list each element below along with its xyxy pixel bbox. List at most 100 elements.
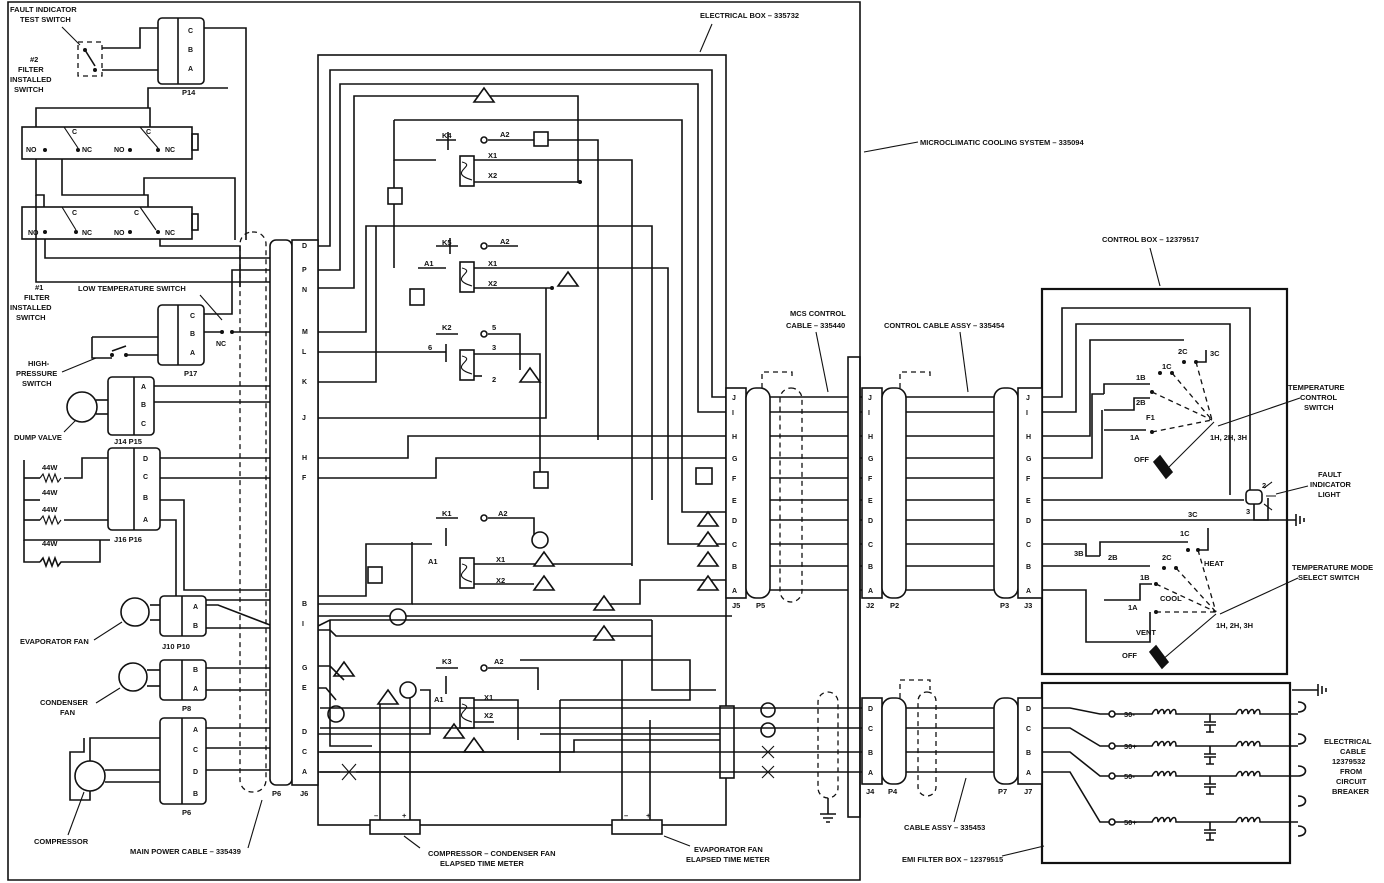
svg-text:C: C	[72, 210, 77, 217]
emi-capacitor	[1204, 776, 1216, 795]
svg-text:2C: 2C	[1162, 553, 1172, 562]
svg-text:1H, 2H, 3H: 1H, 2H, 3H	[1210, 433, 1247, 442]
svg-text:2: 2	[1262, 481, 1266, 490]
p6-label: P6	[182, 808, 191, 817]
j2-pin: C	[868, 542, 873, 549]
fault-light-label-1: FAULT	[1318, 470, 1342, 479]
p5-label: P5	[756, 601, 765, 610]
svg-text:NO: NO	[28, 230, 39, 237]
j6-pin: K	[302, 379, 307, 386]
electrical-cable-label-3: 12379532	[1332, 757, 1365, 766]
svg-text:C: C	[134, 210, 139, 217]
p15-connector	[107, 376, 155, 436]
cable-assy-label: CABLE ASSY – 335453	[904, 823, 985, 832]
svg-text:A2: A2	[498, 509, 508, 518]
svg-text:K3: K3	[442, 657, 452, 666]
j7-pin: C	[1026, 726, 1031, 733]
fault-test-switch-label: FAULT INDICATOR	[10, 5, 77, 14]
j6-pin: D	[302, 243, 307, 250]
temp-control-switch-label-3: SWITCH	[1304, 403, 1334, 412]
divider-bar	[847, 356, 861, 818]
svg-text:NO: NO	[114, 147, 125, 154]
j10-p10-label: J10 P10	[162, 642, 190, 651]
p6-main-label: P6	[272, 789, 281, 798]
electrical-cable-label-5: CIRCUIT	[1336, 777, 1367, 786]
mcs-control-cable-label-2: CABLE – 335440	[786, 321, 845, 330]
fault-test-switch-label-2: TEST SWITCH	[20, 15, 71, 24]
j7-pin: A	[1026, 770, 1031, 777]
power-bus-clamp	[719, 705, 735, 779]
svg-text:A: A	[141, 384, 146, 391]
dump-valve	[66, 391, 98, 423]
svg-text:6: 6	[428, 343, 432, 352]
j3-connector	[1017, 387, 1043, 599]
j5-pin: J	[732, 395, 736, 402]
j5-pin: H	[732, 434, 737, 441]
svg-text:NC: NC	[216, 341, 226, 348]
svg-text:X2: X2	[496, 576, 505, 585]
svg-text:1A: 1A	[1130, 433, 1140, 442]
svg-text:1C: 1C	[1180, 529, 1190, 538]
j2-pin: H	[868, 434, 873, 441]
svg-text:2C: 2C	[1178, 347, 1188, 356]
control-cable-assy-label: CONTROL CABLE ASSY – 335454	[884, 321, 1005, 330]
p7-connector	[993, 697, 1019, 785]
filter1-label-3: INSTALLED	[10, 303, 52, 312]
svg-text:K2: K2	[442, 323, 452, 332]
diode-left-1	[387, 187, 403, 205]
svg-text:X2: X2	[488, 171, 497, 180]
diode-k1	[533, 471, 549, 489]
filter2-label-4: SWITCH	[14, 85, 44, 94]
control-box-label: CONTROL BOX – 12379517	[1102, 235, 1199, 244]
svg-text:C: C	[72, 129, 77, 136]
filter2-label-3: INSTALLED	[10, 75, 52, 84]
j6-pin: E	[302, 685, 307, 692]
evaporator-fan-label: EVAPORATOR FAN	[20, 637, 89, 646]
j3-pin: C	[1026, 542, 1031, 549]
evap-meter	[611, 819, 663, 835]
triangle-3	[518, 366, 542, 383]
svg-text:C: C	[190, 313, 195, 320]
j3-pin: B	[1026, 564, 1031, 571]
high-pressure-label-2: PRESSURE	[16, 369, 57, 378]
svg-text:44W: 44W	[42, 505, 58, 514]
emi-inductor	[1115, 708, 1298, 715]
svg-text:F1: F1	[1146, 413, 1155, 422]
triangle-8	[442, 722, 466, 739]
p10-connector	[159, 595, 207, 637]
svg-text:NC: NC	[82, 230, 92, 237]
svg-text:+: +	[646, 811, 651, 820]
emi-capacitor	[1204, 822, 1216, 841]
emi-terminal	[1108, 742, 1116, 750]
svg-text:B: B	[188, 47, 193, 54]
j5-pin: E	[732, 498, 737, 505]
p3-connector	[993, 387, 1019, 599]
compressor-meter-label-2: ELAPSED TIME METER	[440, 859, 524, 868]
triangle-r4	[696, 574, 720, 591]
p3-label: P3	[1000, 601, 1009, 610]
p2-label: P2	[890, 601, 899, 610]
svg-text:NC: NC	[82, 147, 92, 154]
j2-pin: B	[868, 564, 873, 571]
emi-input-wire	[1042, 727, 1109, 747]
k1-coil	[459, 557, 475, 589]
j3-label: J3	[1024, 601, 1032, 610]
filter1-label-1: #1	[35, 283, 43, 292]
emi-inductor	[1115, 816, 1298, 823]
triangle-4	[532, 550, 556, 567]
fault-indicator-light	[1245, 489, 1263, 505]
k4-diode	[533, 131, 549, 147]
lamp-left-low	[327, 705, 345, 723]
svg-text:–: –	[374, 811, 378, 820]
mcs-control-cable-label-1: MCS CONTROL	[790, 309, 846, 318]
j7-label: J7	[1024, 787, 1032, 796]
emi-capacitor	[1204, 746, 1216, 765]
svg-text:3C: 3C	[1210, 349, 1220, 358]
j2-pin: E	[868, 498, 873, 505]
mcs-system-label: MICROCLIMATIC COOLING SYSTEM – 335094	[920, 138, 1084, 147]
j2-pin: F	[868, 476, 873, 483]
j4-pin: D	[868, 706, 873, 713]
